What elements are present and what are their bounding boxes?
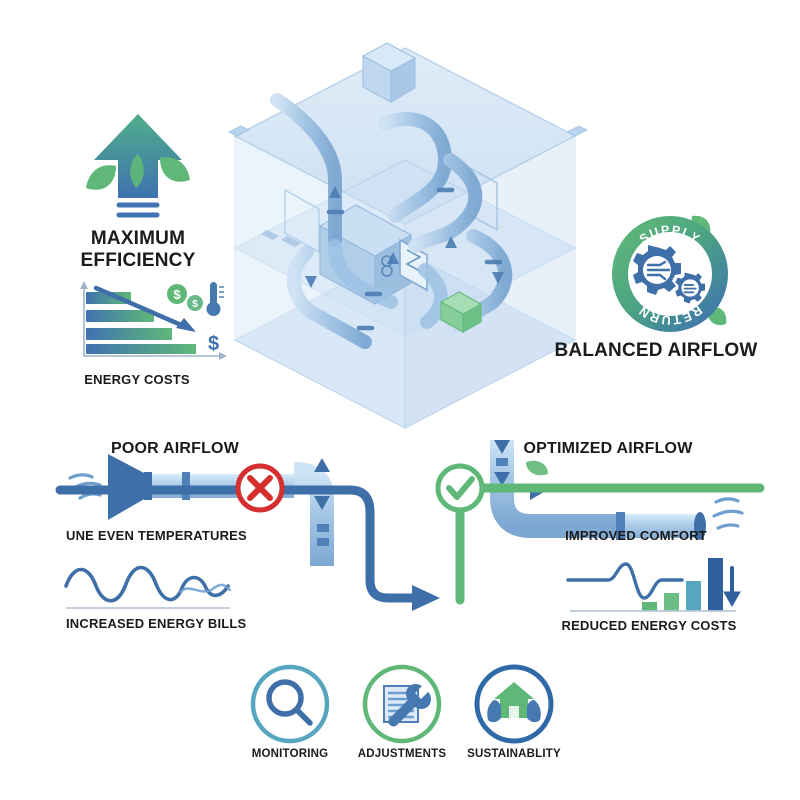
airflow-puff-icon <box>712 497 744 530</box>
max-efficiency-icon <box>78 112 198 224</box>
poor-airflow-path <box>55 485 421 603</box>
success-check-icon <box>435 463 485 513</box>
error-cross-icon <box>235 463 285 513</box>
isometric-hvac-house <box>215 40 595 429</box>
max-efficiency-title-line1: MAXIMUM <box>90 228 186 249</box>
svg-text:$: $ <box>173 287 181 302</box>
dollar-coin-icon: $ <box>167 284 187 304</box>
poor-path-arrowhead <box>412 585 440 611</box>
balanced-airflow-badge: SUPPLY RETURN <box>608 212 732 336</box>
green-vent-icon <box>439 291 483 333</box>
leaf-icon <box>526 460 548 476</box>
gears-airflow-icon <box>633 245 706 304</box>
rooftop-unit-icon <box>361 42 417 103</box>
poor-airflow-duct <box>68 454 334 566</box>
bottom-icon-adjustments[interactable] <box>360 662 444 746</box>
bottom-icon-adjustments-label: ADJUSTMENTS <box>357 748 447 760</box>
magnifier-icon <box>266 679 313 726</box>
max-efficiency-title-line2: EFFICIENCY <box>80 250 196 272</box>
reduced-cost-bars <box>642 558 723 611</box>
house-hands-icon <box>487 682 541 723</box>
increased-energy-bills-caption: INCREASED ENERGY BILLS <box>66 616 247 631</box>
thermometer-icon <box>206 282 224 316</box>
improved-comfort-caption: IMPROVED COMFORT <box>565 528 707 543</box>
energy-costs-chart: $ $ $ <box>62 278 232 370</box>
airflow-duct-diagram <box>55 440 765 620</box>
uneven-temperatures-caption: UNE EVEN TEMPERATURES <box>66 528 247 543</box>
svg-text:$: $ <box>192 299 198 310</box>
bottom-icon-sustainability[interactable] <box>472 662 556 746</box>
optimized-airflow-title: OPTIMIZED AIRFLOW <box>523 440 693 457</box>
down-arrow-icon <box>723 566 741 608</box>
dollar-coin-icon: $ <box>187 295 203 311</box>
max-efficiency-title: MAXIMUM EFFICIENCY <box>81 228 196 273</box>
bottom-icon-monitoring-label: MONITORING <box>251 748 329 760</box>
energy-costs-caption: ENERGY COSTS <box>84 372 190 387</box>
bottom-icon-sustainability-label: SUSTAINABLITY <box>467 748 561 760</box>
poor-airflow-title: POOR AIRFLOW <box>110 440 240 457</box>
stable-wave-bars-icon <box>560 554 741 616</box>
bar-series <box>86 292 196 354</box>
dollar-sign-icon: $ <box>208 333 219 355</box>
reduced-energy-costs-caption: REDUCED ENERGY COSTS <box>561 618 737 633</box>
clipboard-wrench-icon <box>383 684 431 727</box>
bottom-icon-monitoring[interactable] <box>248 662 332 746</box>
erratic-wave-icon <box>62 556 234 612</box>
balanced-airflow-title: BALANCED AIRFLOW <box>554 340 758 361</box>
trend-arrow-icon <box>93 285 196 332</box>
